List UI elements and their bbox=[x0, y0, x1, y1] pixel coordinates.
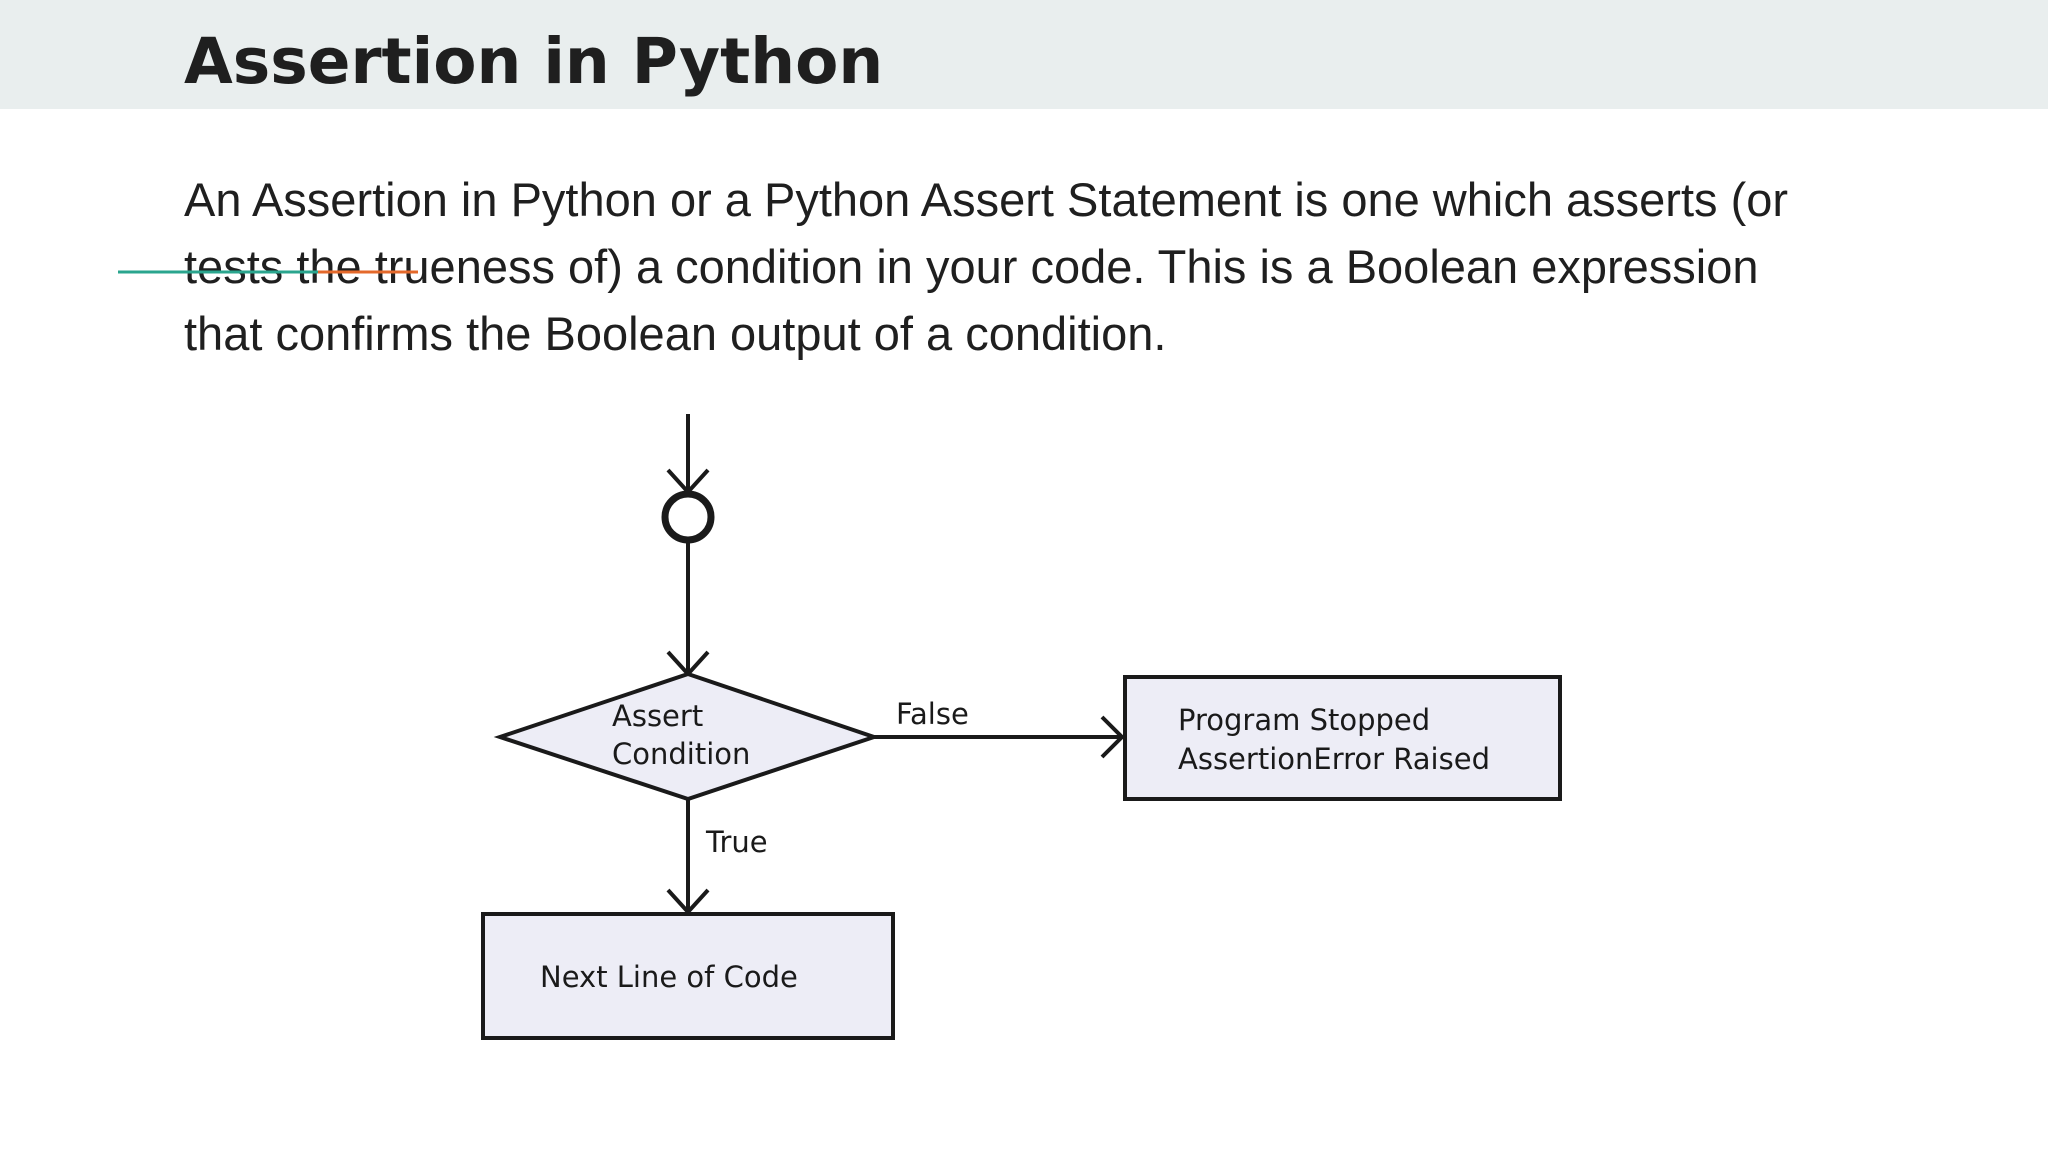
next-line-box bbox=[481, 912, 895, 1040]
title-band bbox=[0, 0, 2048, 109]
stop-box-line-2: AssertionError Raised bbox=[1178, 742, 1490, 776]
start-node bbox=[661, 490, 715, 544]
description-line-2: tests the trueness of) a condition in yo… bbox=[184, 240, 1759, 293]
description-line-1: An Assertion in Python or a Python Asser… bbox=[184, 173, 1789, 226]
program-stopped-box bbox=[1123, 675, 1562, 801]
decision-label-line-2: Condition bbox=[612, 737, 750, 771]
slide-title: Assertion in Python bbox=[184, 25, 884, 98]
description-line-3: that confirms the Boolean output of a co… bbox=[184, 307, 1167, 360]
false-label: False bbox=[896, 697, 969, 731]
next-line-label: Next Line of Code bbox=[540, 960, 798, 994]
true-label: True bbox=[705, 825, 768, 859]
stop-box-line-1: Program Stopped bbox=[1178, 703, 1430, 737]
description-paragraph: An Assertion in Python or a Python Asser… bbox=[184, 166, 1904, 367]
false-arrowhead bbox=[1100, 715, 1125, 759]
decision-label-line-1: Assert bbox=[612, 699, 703, 733]
